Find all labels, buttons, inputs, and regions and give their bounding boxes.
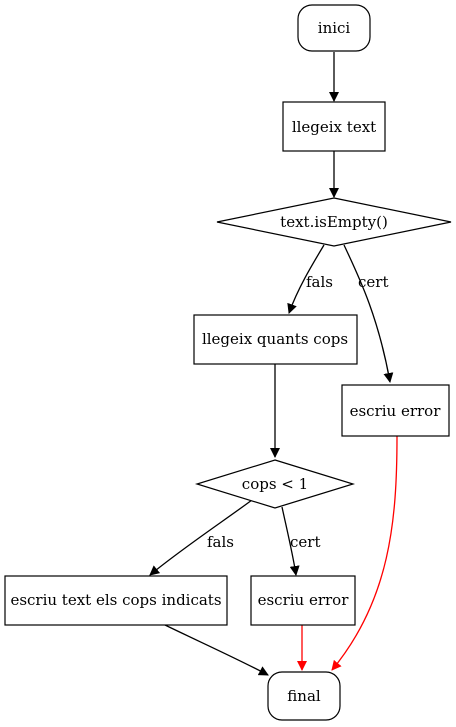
- edge-label-cops-fals: fals: [207, 533, 234, 551]
- edge-label-is-empty-cert: cert: [358, 273, 388, 291]
- edge-cops-cert: [281, 506, 300, 576]
- node-llegeix-cops-label: llegeix quants cops: [202, 330, 348, 348]
- edge-label-is-empty-fals: fals: [306, 273, 333, 291]
- node-llegeix-text-label: llegeix text: [292, 118, 376, 136]
- node-escriu-error-1: escriu error: [341, 384, 450, 437]
- edge-escriu-text-to-final: [164, 624, 269, 676]
- edge-cops-fals: [149, 499, 253, 576]
- node-inici: inici: [297, 4, 371, 52]
- node-final-label: final: [287, 687, 321, 705]
- edge-is-empty-cert: [343, 244, 394, 383]
- node-inici-label: inici: [318, 19, 351, 37]
- node-escriu-error-2-label: escriu error: [258, 591, 350, 609]
- node-escriu-error-1-label: escriu error: [350, 402, 442, 420]
- node-final: final: [267, 671, 341, 721]
- edge-escriu-error-1-to-final: [331, 435, 398, 671]
- node-cops-menor-1: cops < 1: [194, 459, 356, 509]
- node-cops-menor-1-label: cops < 1: [242, 475, 308, 493]
- node-text-is-empty-label: text.isEmpty(): [280, 213, 388, 231]
- node-escriu-text-label: escriu text els cops indicats: [10, 591, 221, 609]
- edge-label-cops-cert: cert: [290, 533, 320, 551]
- edge-is-empty-fals: [287, 244, 325, 314]
- node-escriu-text: escriu text els cops indicats: [4, 575, 228, 626]
- node-llegeix-cops: llegeix quants cops: [193, 314, 358, 365]
- node-escriu-error-2: escriu error: [250, 575, 356, 626]
- node-text-is-empty: text.isEmpty(): [216, 197, 452, 247]
- node-llegeix-text: llegeix text: [282, 101, 386, 152]
